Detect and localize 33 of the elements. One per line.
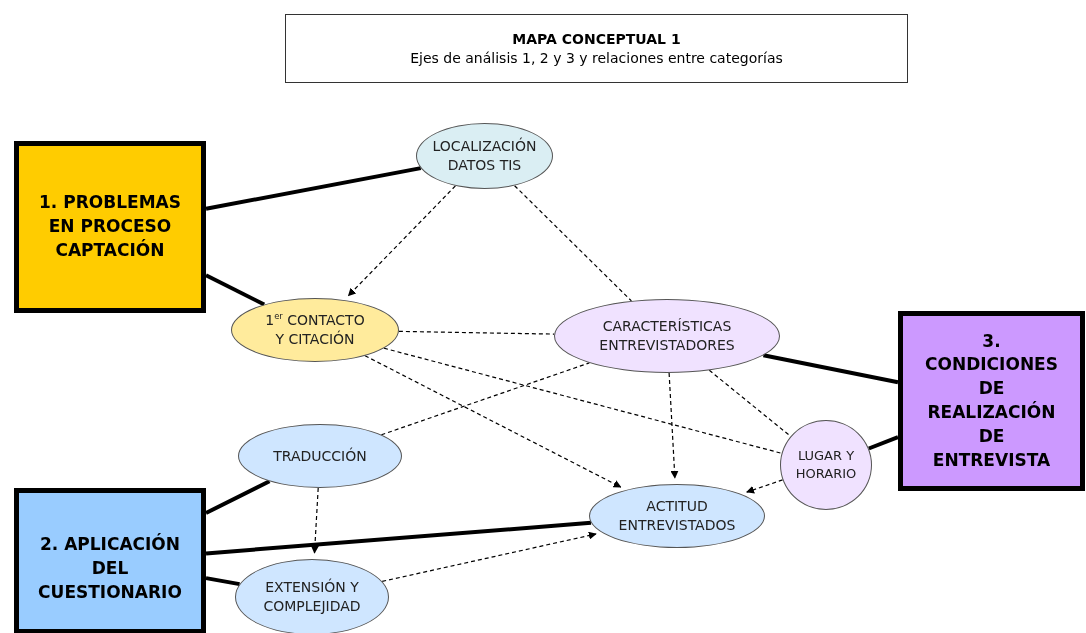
- connector-line: [205, 273, 266, 307]
- dashed-arrow: [746, 479, 784, 494]
- dashed-line: [383, 347, 783, 454]
- category-label: 2. APLICACIÓN DEL CUESTIONARIO: [37, 533, 183, 604]
- connector-line: [205, 576, 240, 587]
- category-box: [14, 488, 206, 633]
- dashed-arrow: [310, 487, 319, 554]
- connector-line: [205, 520, 592, 556]
- dashed-arrow: [668, 372, 679, 479]
- concept-label: CARACTERÍSTICAS ENTREVISTADORES: [598, 317, 736, 355]
- category-label: 1. PROBLEMAS EN PROCESO CAPTACIÓN: [38, 191, 182, 262]
- concept-label: 1$^{er}$ CONTACTO Y CITACIÓN: [264, 311, 366, 349]
- concept-label: LOCALIZACIÓN DATOS TIS: [431, 137, 538, 175]
- dashed-line: [380, 362, 590, 436]
- dashed-arrow: [364, 355, 622, 488]
- dashed-arrow: [347, 185, 456, 297]
- dashed-line: [708, 369, 792, 437]
- box-heading: MAPA CONCEPTUAL 1: [512, 30, 681, 49]
- dashed-arrow: [381, 531, 597, 582]
- connector-line: [205, 479, 271, 515]
- concept-label: LUGAR Y HORARIO: [794, 447, 858, 483]
- title-box: [285, 14, 908, 83]
- connector-line: [763, 353, 899, 385]
- category-box: [898, 311, 1085, 491]
- concept-label: EXTENSIÓN Y COMPLEJIDAD: [262, 578, 362, 616]
- category-label: 3. CONDICIONES DE REALIZACIÓN DE ENTREVISTA: [925, 329, 1058, 472]
- connector-line: [205, 166, 422, 211]
- connector-line: [868, 435, 899, 451]
- box-text: Ejes de análisis 1, 2 y 3 y relaciones entre categorías: [410, 48, 783, 67]
- concept-label: ACTITUD ENTREVISTADOS: [617, 497, 737, 535]
- category-box: [14, 141, 206, 313]
- dashed-line: [398, 330, 555, 335]
- concept-label: TRADUCCIÓN: [273, 446, 367, 466]
